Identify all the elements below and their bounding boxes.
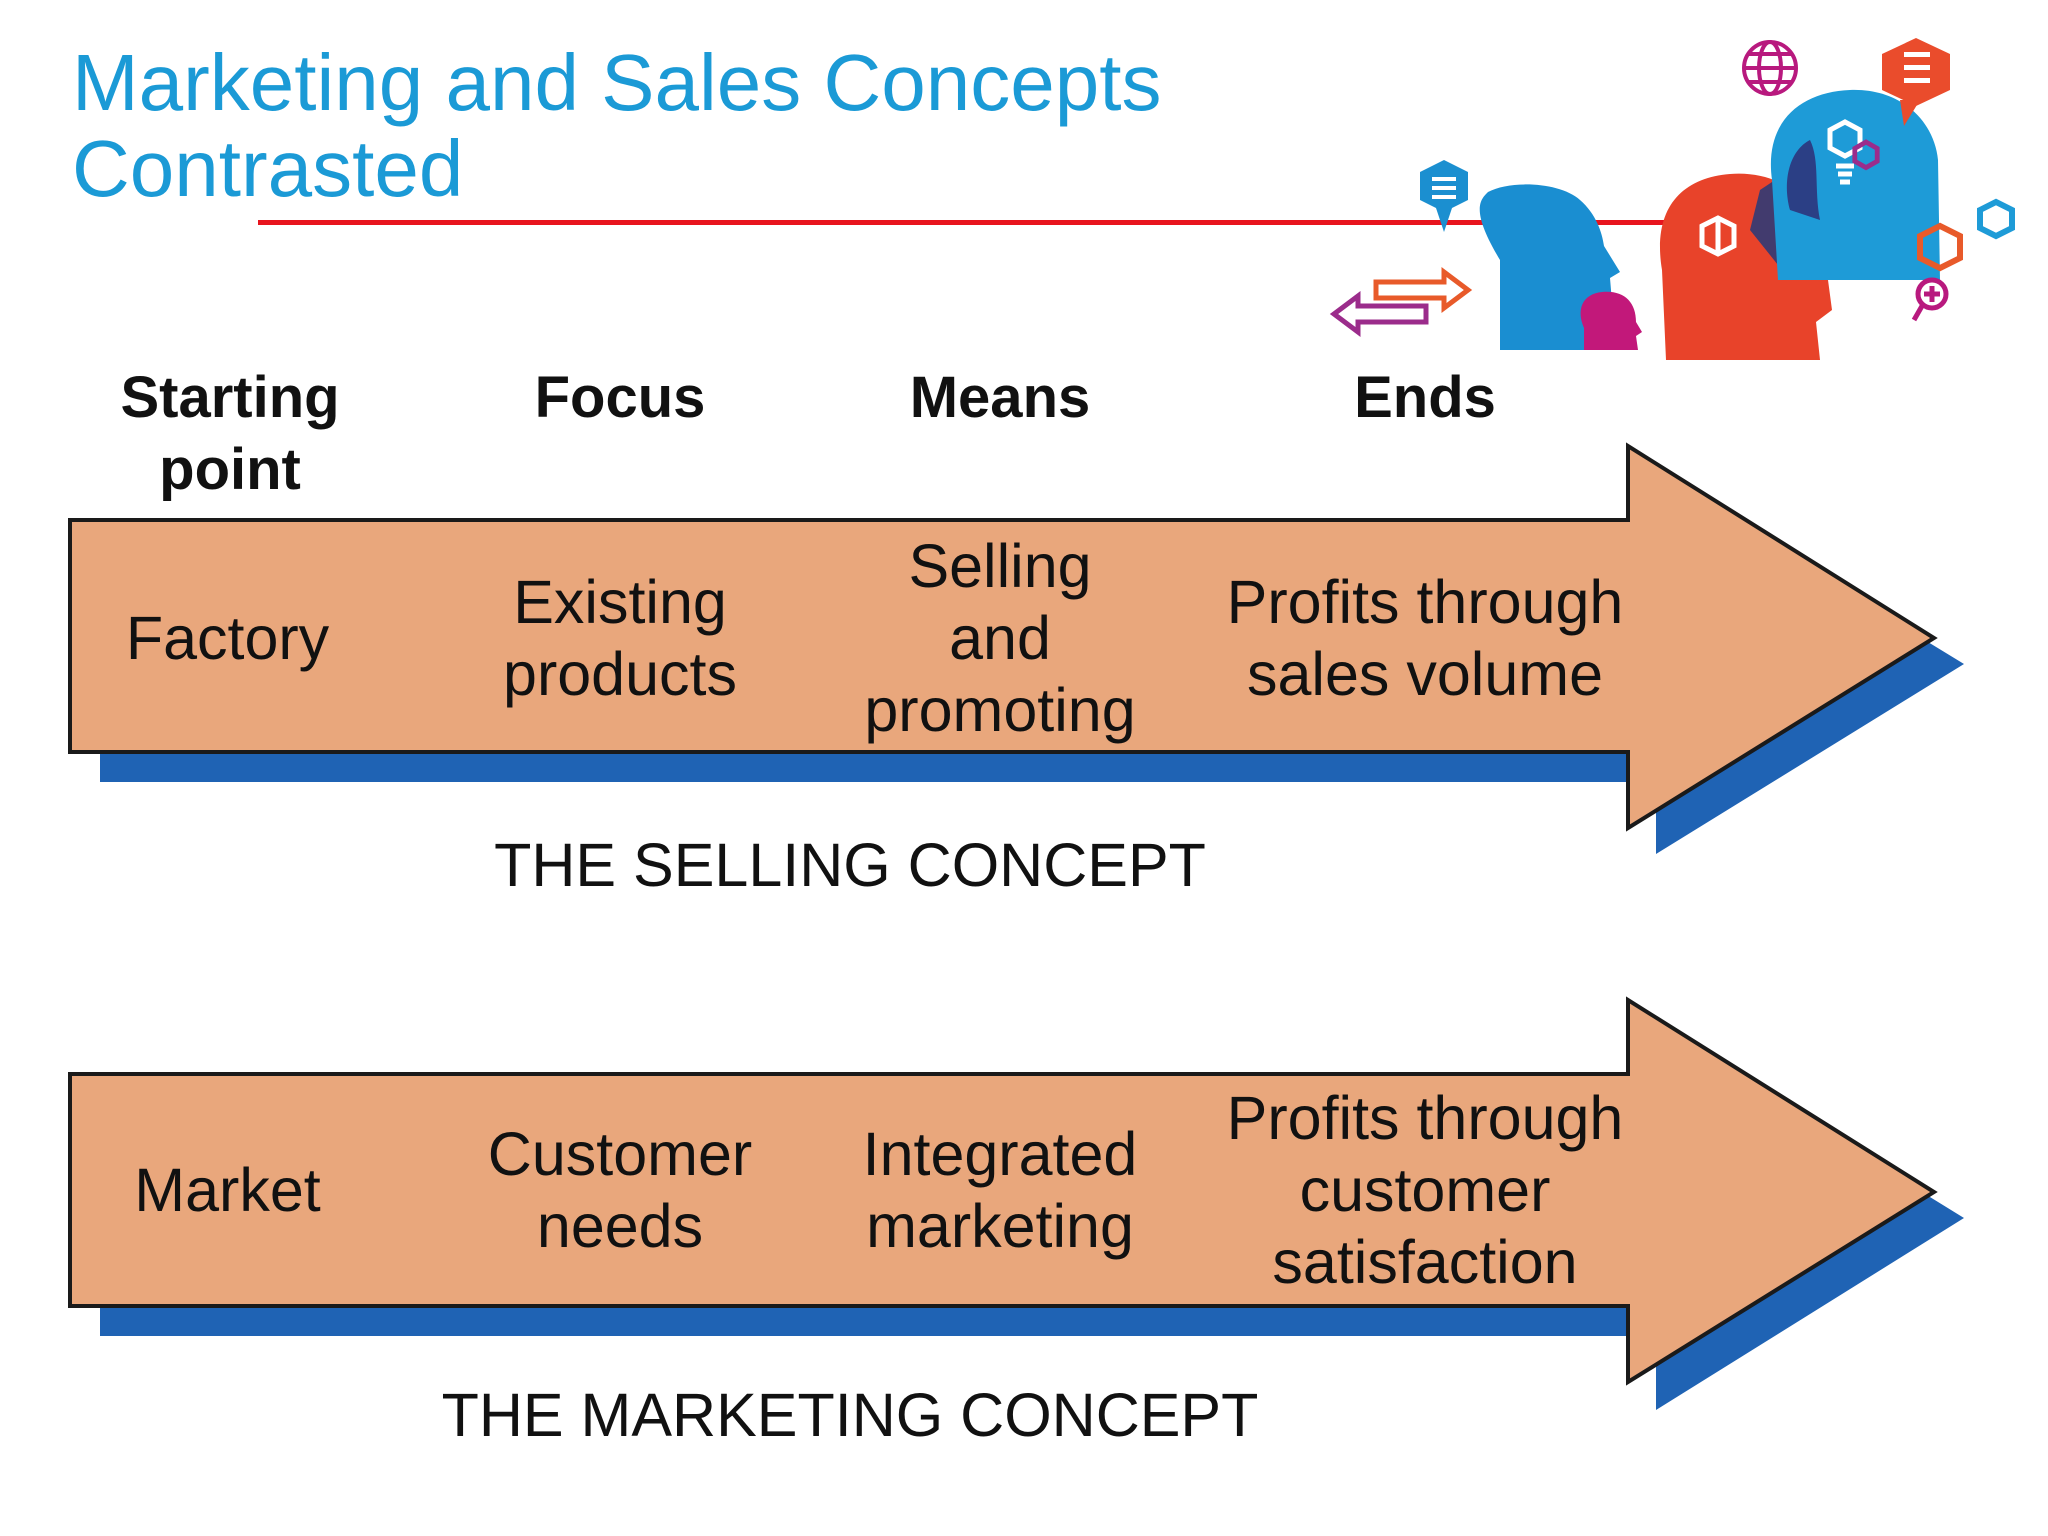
plus-icon: [1911, 277, 1949, 322]
header-illustration: [1329, 38, 2015, 360]
header-means: Means: [909, 365, 1091, 430]
menu-icon: [1882, 38, 1950, 126]
marketing-focus: Customer needs: [487, 1120, 753, 1260]
page-title: Marketing and Sales Concepts Contrasted: [72, 40, 1162, 212]
head-silhouette-icon: [1770, 89, 1940, 280]
selling-starting-point: Factory: [125, 604, 330, 672]
header-ends: Ends: [1354, 365, 1496, 430]
marketing-concept-caption: THE MARKETING CONCEPT: [441, 1381, 1259, 1449]
hexagon-icon: [1852, 139, 2015, 272]
header-starting-point: Starting point: [120, 365, 340, 502]
swap-arrows-icon: [1329, 267, 1473, 337]
selling-focus: Existing products: [503, 568, 737, 708]
selling-means: Selling and promoting: [864, 532, 1136, 744]
cube-icon: [1699, 215, 1737, 257]
menu-icon: [1420, 160, 1468, 232]
head-silhouette-icon: [1479, 184, 1642, 350]
title-line-2: Contrasted: [72, 124, 464, 213]
selling-concept-caption: THE SELLING CONCEPT: [494, 831, 1206, 899]
marketing-starting-point: Market: [134, 1156, 321, 1224]
header-focus: Focus: [534, 365, 706, 430]
marketing-ends: Profits through customer satisfaction: [1226, 1084, 1624, 1296]
marketing-arrow-body: [68, 996, 1938, 1386]
globe-icon: [1742, 40, 1798, 96]
selling-arrow-body: [68, 442, 1938, 832]
selling-ends: Profits through sales volume: [1226, 568, 1624, 708]
title-line-1: Marketing and Sales Concepts: [72, 38, 1162, 127]
title-underline: [258, 220, 1696, 225]
marketing-means: Integrated marketing: [862, 1120, 1138, 1260]
